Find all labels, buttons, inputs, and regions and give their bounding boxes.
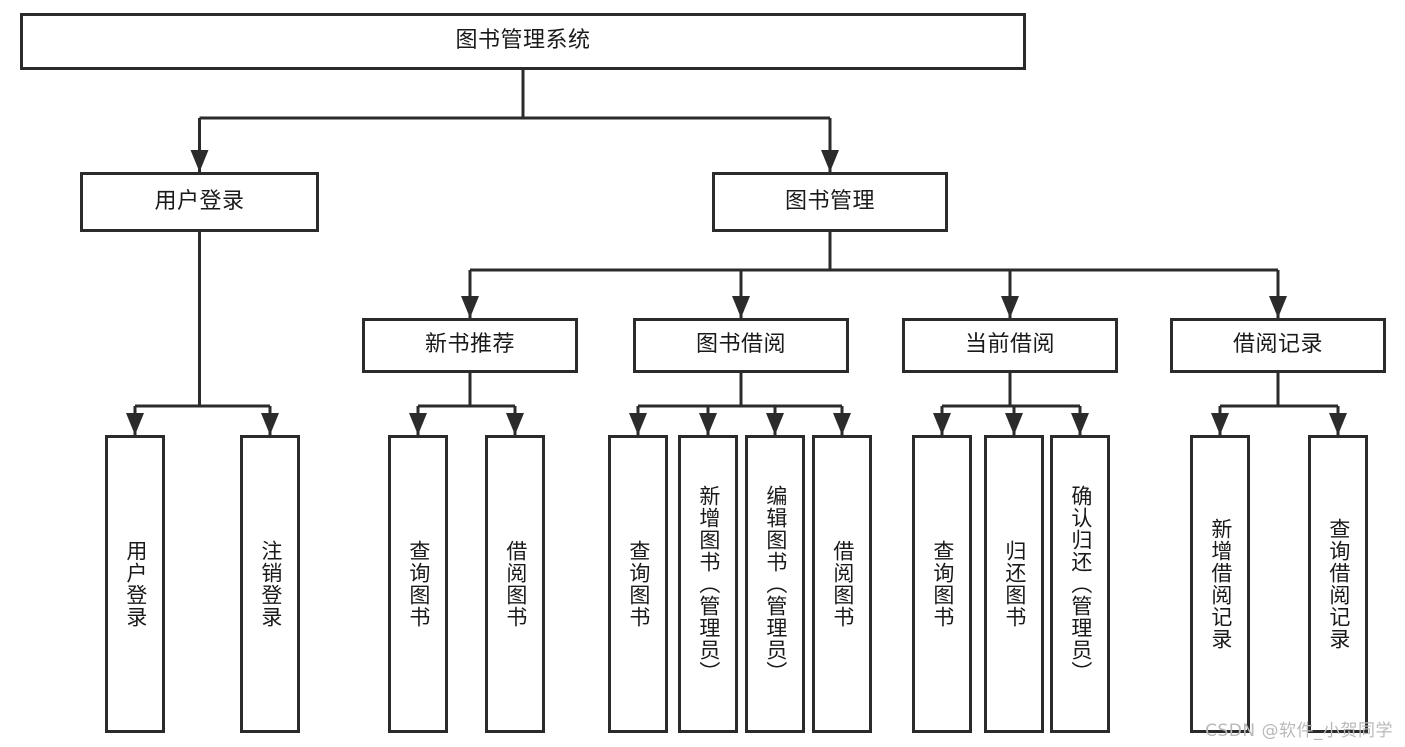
connector-arrowhead bbox=[933, 413, 951, 435]
node-l2-new-book-rec[interactable]: 新书推荐 bbox=[362, 318, 578, 373]
node-inner: 查询图书 bbox=[915, 438, 969, 730]
node-leaf-query-book-2[interactable]: 查询图书 bbox=[608, 435, 668, 733]
connector-arrowhead bbox=[1269, 296, 1287, 318]
node-label: 新增借阅记录 bbox=[1208, 518, 1233, 650]
node-inner: 查询图书 bbox=[611, 438, 665, 730]
node-leaf-borrow-book-2[interactable]: 借阅图书 bbox=[812, 435, 872, 733]
connector-arrowhead bbox=[821, 150, 839, 172]
node-inner: 借阅记录 bbox=[1173, 321, 1383, 370]
node-inner: 注销登录 bbox=[243, 438, 297, 730]
connector-arrowhead bbox=[1071, 413, 1089, 435]
node-label: 借阅图书 bbox=[503, 540, 528, 628]
node-leaf-add-record[interactable]: 新增借阅记录 bbox=[1190, 435, 1250, 733]
watermark-text: CSDN @软件_小贺同学 bbox=[1205, 721, 1393, 741]
node-label: 查询图书 bbox=[930, 540, 955, 628]
node-inner: 查询图书 bbox=[391, 438, 445, 730]
node-label: 图书管理系统 bbox=[455, 28, 591, 54]
node-l1-book-manage[interactable]: 图书管理 bbox=[712, 172, 948, 232]
node-root[interactable]: 图书管理系统 bbox=[20, 13, 1026, 70]
node-label: 用户登录 bbox=[123, 540, 148, 628]
node-leaf-user-login[interactable]: 用户登录 bbox=[105, 435, 165, 733]
connector-arrowhead bbox=[506, 413, 524, 435]
node-leaf-query-record[interactable]: 查询借阅记录 bbox=[1308, 435, 1368, 733]
node-leaf-return-book[interactable]: 归还图书 bbox=[984, 435, 1044, 733]
node-inner: 确认归还（管理员） bbox=[1053, 438, 1107, 730]
node-label: 查询图书 bbox=[406, 540, 431, 628]
node-label: 查询借阅记录 bbox=[1326, 518, 1351, 650]
node-leaf-query-book-1[interactable]: 查询图书 bbox=[388, 435, 448, 733]
node-inner: 查询借阅记录 bbox=[1311, 438, 1365, 730]
node-leaf-edit-book[interactable]: 编辑图书（管理员） bbox=[745, 435, 805, 733]
node-label: 借阅图书 bbox=[830, 540, 855, 628]
connector-arrowhead bbox=[261, 413, 279, 435]
node-label: 查询图书 bbox=[626, 540, 651, 628]
node-label: 图书借阅 bbox=[695, 332, 786, 358]
node-l2-borrow-record[interactable]: 借阅记录 bbox=[1170, 318, 1386, 373]
node-inner: 图书管理 bbox=[715, 175, 945, 229]
node-inner: 新书推荐 bbox=[365, 321, 575, 370]
node-leaf-borrow-book-1[interactable]: 借阅图书 bbox=[485, 435, 545, 733]
connector-arrowhead bbox=[126, 413, 144, 435]
connector-arrowhead bbox=[461, 296, 479, 318]
connector-arrowhead bbox=[190, 150, 209, 172]
node-inner: 新增图书（管理员） bbox=[681, 438, 735, 730]
connector-arrowhead bbox=[699, 413, 717, 435]
node-leaf-query-book-3[interactable]: 查询图书 bbox=[912, 435, 972, 733]
node-inner: 借阅图书 bbox=[488, 438, 542, 730]
node-inner: 图书借阅 bbox=[636, 321, 846, 370]
node-inner: 新增借阅记录 bbox=[1193, 438, 1247, 730]
connector-arrowhead bbox=[1329, 413, 1347, 435]
connector-arrowhead bbox=[629, 413, 647, 435]
node-l2-book-borrow[interactable]: 图书借阅 bbox=[633, 318, 849, 373]
node-leaf-confirm-return[interactable]: 确认归还（管理员） bbox=[1050, 435, 1110, 733]
node-label: 新增图书（管理员） bbox=[696, 485, 721, 683]
node-leaf-user-logout[interactable]: 注销登录 bbox=[240, 435, 300, 733]
node-label: 归还图书 bbox=[1002, 540, 1027, 628]
node-label: 用户登录 bbox=[154, 188, 245, 214]
node-label: 确认归还（管理员） bbox=[1068, 485, 1093, 683]
node-l2-current-borrow[interactable]: 当前借阅 bbox=[902, 318, 1118, 373]
node-label: 当前借阅 bbox=[964, 332, 1055, 358]
node-inner: 编辑图书（管理员） bbox=[748, 438, 802, 730]
connector-arrowhead bbox=[1001, 296, 1019, 318]
node-leaf-add-book[interactable]: 新增图书（管理员） bbox=[678, 435, 738, 733]
node-label: 借阅记录 bbox=[1232, 332, 1323, 358]
connector-arrowhead bbox=[1211, 413, 1229, 435]
node-inner: 用户登录 bbox=[83, 175, 316, 229]
node-inner: 借阅图书 bbox=[815, 438, 869, 730]
node-inner: 图书管理系统 bbox=[23, 16, 1023, 67]
node-inner: 当前借阅 bbox=[905, 321, 1115, 370]
connector-arrowhead bbox=[833, 413, 851, 435]
node-label: 编辑图书（管理员） bbox=[763, 485, 788, 683]
node-label: 注销登录 bbox=[258, 540, 283, 628]
node-label: 图书管理 bbox=[784, 188, 875, 214]
node-l1-user-login[interactable]: 用户登录 bbox=[80, 172, 319, 232]
node-label: 新书推荐 bbox=[424, 332, 515, 358]
node-inner: 归还图书 bbox=[987, 438, 1041, 730]
connector-arrowhead bbox=[732, 296, 750, 318]
connector-arrowhead bbox=[409, 413, 427, 435]
node-inner: 用户登录 bbox=[108, 438, 162, 730]
connector-arrowhead bbox=[1005, 413, 1023, 435]
connector-arrowhead bbox=[766, 413, 784, 435]
